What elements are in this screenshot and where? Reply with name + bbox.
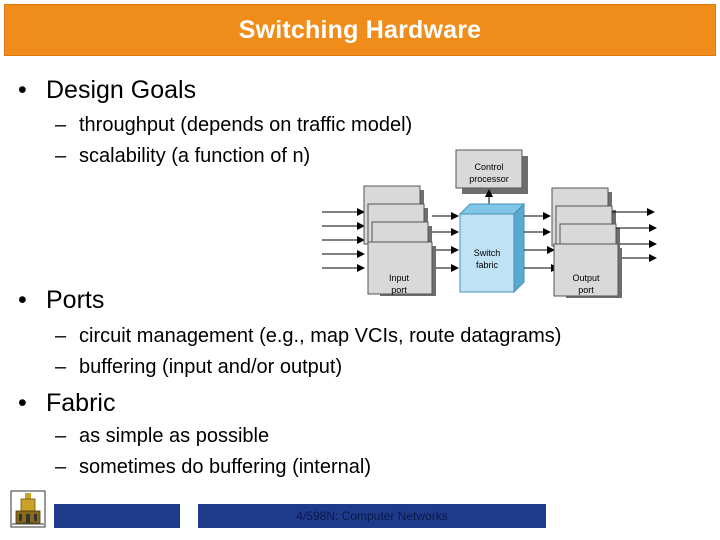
dash-icon: – <box>55 456 67 478</box>
bullet-fabric: • Fabric <box>18 389 115 418</box>
dash-icon: – <box>55 325 67 347</box>
sub-bullet-internal-buffering: –sometimes do buffering (internal) <box>55 456 371 479</box>
input-port-label-2: port <box>391 285 407 295</box>
sub-bullet-simple: –as simple as possible <box>55 425 269 448</box>
output-arrows <box>612 208 657 262</box>
input-port-label-1: Input <box>389 273 410 283</box>
output-port-stack: Output port <box>551 187 622 298</box>
bullet-fabric-text: Fabric <box>46 389 116 417</box>
sub-bullet-buffering: –buffering (input and/or output) <box>55 356 342 379</box>
switch-fabric-label-2: fabric <box>476 260 499 270</box>
bullet-dot-icon: • <box>18 389 27 417</box>
title-bar: Switching Hardware <box>4 4 716 56</box>
control-processor-label-1: Control <box>474 162 503 172</box>
sub-bullet-buffering-text: buffering (input and/or output) <box>79 356 343 378</box>
sub-bullet-internal-buffering-text: sometimes do buffering (internal) <box>79 456 371 478</box>
university-logo-icon <box>10 490 46 533</box>
input-arrows <box>322 208 365 272</box>
sub-bullet-scalability-text: scalability (a function of n) <box>79 145 311 167</box>
input-port-stack: Input port <box>363 185 436 296</box>
dash-icon: – <box>55 356 67 378</box>
dash-icon: – <box>55 145 67 167</box>
control-processor: Control processor <box>455 149 528 194</box>
output-port-label-1: Output <box>572 273 600 283</box>
footer-text: 4/598N: Computer Networks <box>296 509 448 523</box>
dash-icon: – <box>55 425 67 447</box>
sub-bullet-scalability: –scalability (a function of n) <box>55 145 310 168</box>
footer-bar-left <box>54 504 180 528</box>
footer-bar-main <box>198 504 546 528</box>
bullet-design-goals: • Design Goals <box>18 76 196 105</box>
bullet-design-goals-text: Design Goals <box>46 76 197 104</box>
fabric-side-arrows <box>432 212 559 272</box>
sub-bullet-circuit-management-text: circuit management (e.g., map VCIs, rout… <box>79 325 562 347</box>
bullet-ports-text: Ports <box>46 286 105 314</box>
dash-icon: – <box>55 114 67 136</box>
switch-fabric-label-1: Switch <box>474 248 501 258</box>
output-port-label-2: port <box>578 285 594 295</box>
sub-bullet-throughput: –throughput (depends on traffic model) <box>55 114 412 137</box>
switch-fabric: Switch fabric <box>458 202 526 294</box>
sub-bullet-circuit-management: –circuit management (e.g., map VCIs, rou… <box>55 325 561 348</box>
control-processor-label-2: processor <box>469 174 509 184</box>
sub-bullet-throughput-text: throughput (depends on traffic model) <box>79 114 413 136</box>
slide-title: Switching Hardware <box>238 15 482 44</box>
bullet-ports: • Ports <box>18 286 104 315</box>
bullet-dot-icon: • <box>18 286 27 314</box>
sub-bullet-simple-text: as simple as possible <box>79 425 270 447</box>
bullet-dot-icon: • <box>18 76 27 104</box>
